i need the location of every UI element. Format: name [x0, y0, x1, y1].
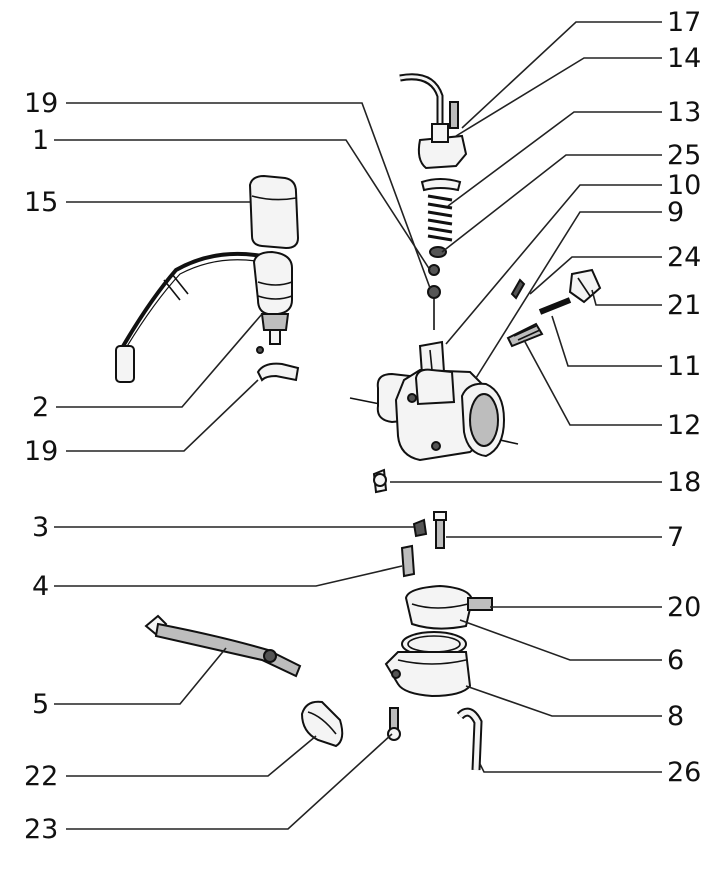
carburetor-body: [349, 368, 519, 462]
callout-15: 15: [24, 187, 58, 218]
part-3-jet: [412, 518, 428, 538]
callout-4: 4: [32, 571, 49, 602]
callout-23: 23: [24, 814, 58, 845]
part-2-starter-valve: [115, 250, 293, 383]
callout-22: 22: [24, 761, 58, 792]
part-11-spring: [538, 297, 572, 315]
callout-17: 17: [667, 7, 701, 38]
callout-5: 5: [32, 689, 49, 720]
leader-lines: [54, 21, 662, 830]
callout-24: 24: [667, 242, 701, 273]
part-20-cover: [404, 584, 493, 630]
part-23-screw: [387, 707, 401, 741]
part-19-clip: [256, 346, 300, 382]
part-22-clamp: [300, 700, 344, 748]
callout-19-upper: 19: [24, 88, 58, 119]
part-26-hose: [456, 707, 483, 771]
callout-8: 8: [667, 701, 684, 732]
part-21-cap-nut: [568, 268, 602, 304]
callout-7: 7: [667, 522, 684, 553]
part-18-drain-screw: [372, 468, 388, 494]
callout-13: 13: [667, 97, 701, 128]
callout-25: 25: [667, 140, 701, 171]
callout-26: 26: [667, 757, 701, 788]
part-14-nozzle-cover: [399, 73, 468, 170]
callout-21: 21: [667, 290, 701, 321]
callout-12: 12: [667, 410, 701, 441]
part-9-idle-screw: [510, 278, 526, 300]
part-13-spring: [420, 178, 462, 258]
part-5-float: [144, 614, 302, 678]
part-8-float-bowl: [384, 651, 472, 698]
callout-labels: 17 14 19 13 1 25 15 10 9 24 21 11 2 12 1…: [24, 7, 701, 845]
callout-18: 18: [667, 467, 701, 498]
part-7-screw: [433, 511, 447, 549]
callout-1: 1: [32, 125, 49, 156]
callout-3: 3: [32, 512, 49, 543]
callout-6: 6: [667, 645, 684, 676]
callout-19-lower: 19: [24, 436, 58, 467]
callout-2: 2: [32, 392, 49, 423]
callout-10: 10: [667, 170, 701, 201]
part-15-cap: [248, 174, 300, 250]
part-1-needle: [427, 264, 441, 330]
callout-14: 14: [667, 43, 701, 74]
part-12-main-jet: [506, 322, 544, 348]
callout-9: 9: [667, 197, 684, 228]
callout-20: 20: [667, 592, 701, 623]
part-4-atomizer: [400, 544, 416, 578]
callout-11: 11: [667, 351, 701, 382]
